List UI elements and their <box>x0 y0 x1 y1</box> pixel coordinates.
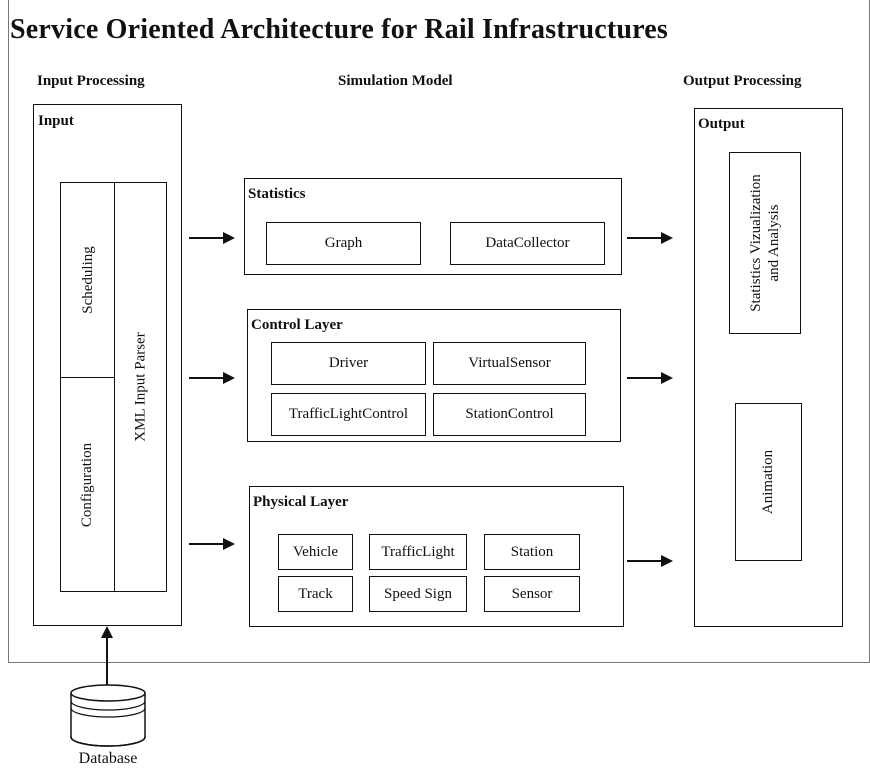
physical-layer-title: Physical Layer <box>253 494 349 510</box>
vehicle-component: Vehicle <box>278 534 353 570</box>
animation-label: Animation <box>760 449 777 515</box>
simulation-model-heading: Simulation Model <box>338 73 453 89</box>
database-icon <box>70 684 146 747</box>
graph-component: Graph <box>266 222 421 265</box>
animation-box: Animation <box>735 403 802 561</box>
xml-input-parser-label: XML Input Parser <box>132 332 149 442</box>
diagram-title: Service Oriented Architecture for Rail I… <box>10 14 669 45</box>
sensor-component: Sensor <box>484 576 580 612</box>
arrow-database-to-input <box>100 626 114 687</box>
scheduling-label: Scheduling <box>79 246 96 314</box>
configuration-label: Configuration <box>79 442 96 527</box>
scheduling-box: Scheduling <box>60 182 115 378</box>
stationcontrol-component: StationControl <box>433 393 586 436</box>
input-panel-title: Input <box>38 113 74 129</box>
arrow-statistics-to-output <box>627 231 673 245</box>
statistics-visualization-line1: Statistics Vizualization <box>748 174 764 312</box>
arrow-physical-to-output <box>627 554 673 568</box>
output-processing-heading: Output Processing <box>683 73 802 89</box>
input-processing-heading: Input Processing <box>37 73 145 89</box>
trafficlightcontrol-component: TrafficLightControl <box>271 393 426 436</box>
arrow-input-to-control <box>189 371 235 385</box>
arrow-control-to-output <box>627 371 673 385</box>
configuration-box: Configuration <box>60 377 115 592</box>
track-component: Track <box>278 576 353 612</box>
trafficlight-component: TrafficLight <box>369 534 467 570</box>
driver-component: Driver <box>271 342 426 385</box>
virtualsensor-component: VirtualSensor <box>433 342 586 385</box>
database-label: Database <box>78 750 138 767</box>
statistics-visualization-line2: and Analysis <box>766 204 782 282</box>
statistics-title: Statistics <box>248 186 306 202</box>
station-component: Station <box>484 534 580 570</box>
arrow-input-to-statistics <box>189 231 235 245</box>
arrow-input-to-physical <box>189 537 235 551</box>
output-panel-title: Output <box>698 116 745 132</box>
datacollector-component: DataCollector <box>450 222 605 265</box>
xml-input-parser-box: XML Input Parser <box>114 182 167 592</box>
speed-sign-component: Speed Sign <box>369 576 467 612</box>
statistics-visualization-text: Statistics Vizualization and Analysis <box>747 174 783 312</box>
statistics-visualization-box: Statistics Vizualization and Analysis <box>729 152 801 334</box>
control-layer-title: Control Layer <box>251 317 343 333</box>
